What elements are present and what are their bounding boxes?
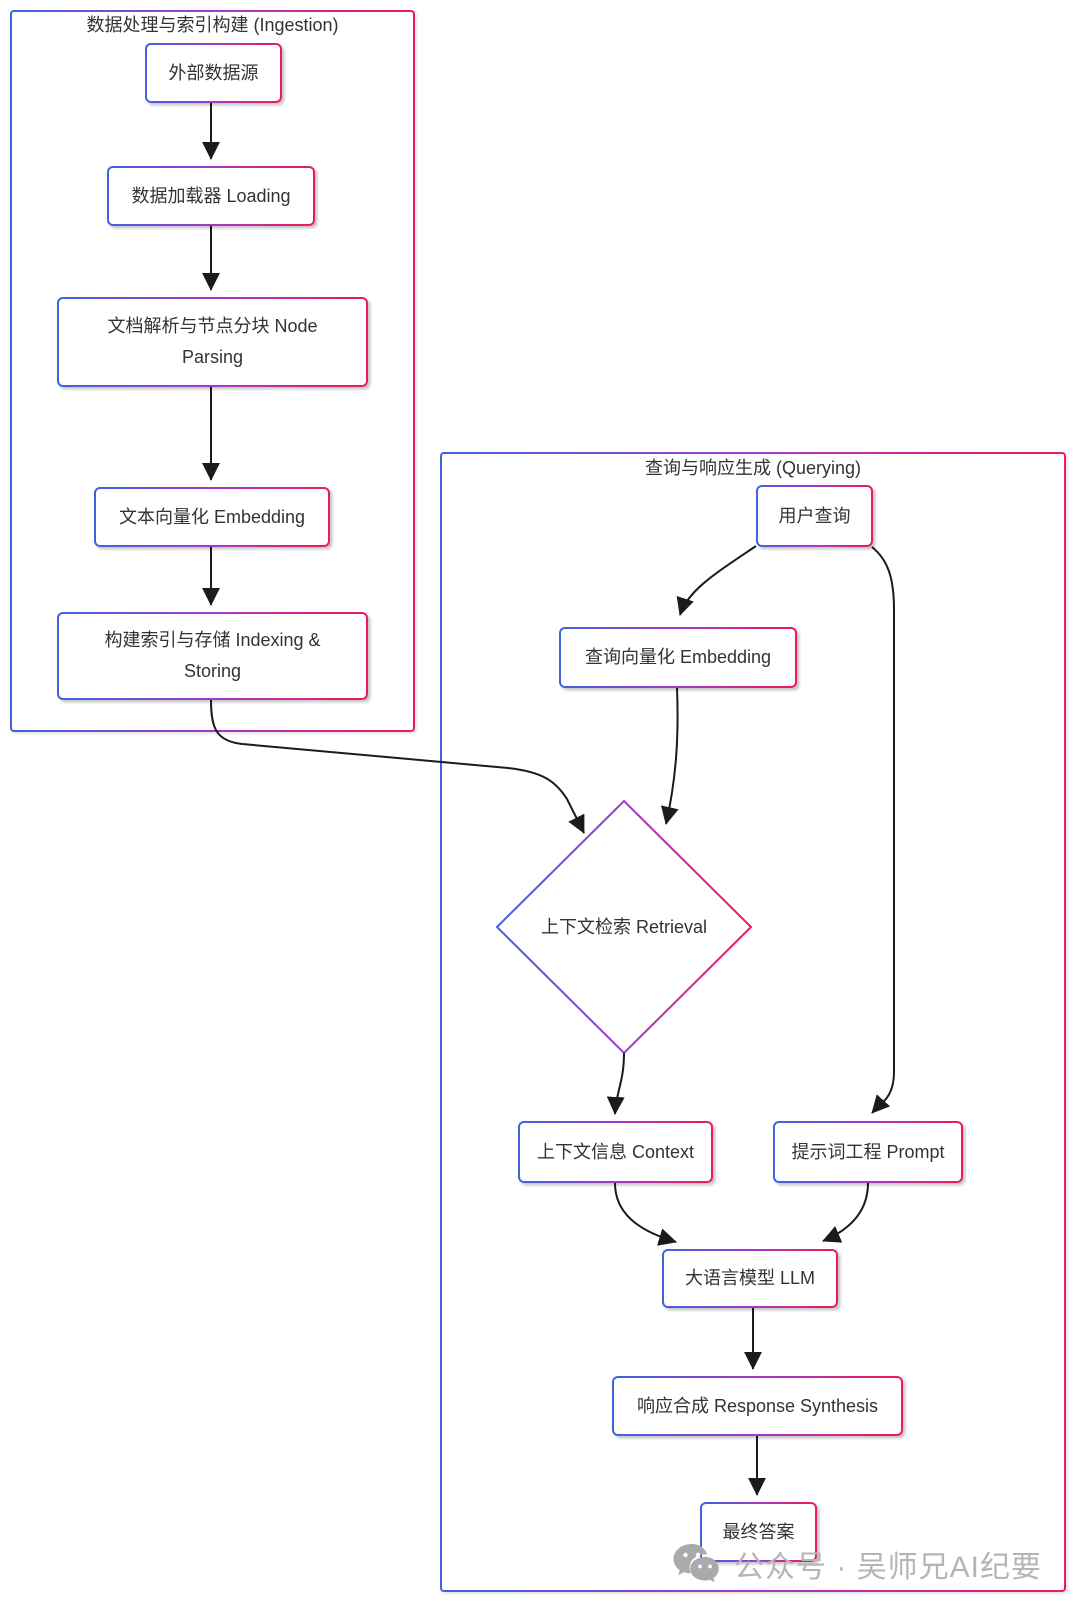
- arrow-context-to-llm: [614, 1182, 677, 1246]
- node-label: 数据加载器 Loading: [131, 185, 291, 206]
- watermark-text: 公众号 · 吴师兄AI纪要: [734, 1551, 1043, 1584]
- node-response-synthesis: 响应合成 Response Synthesis: [612, 1376, 903, 1436]
- node-label: 大语言模型 LLM: [684, 1268, 816, 1288]
- arrow-retrieval-to-context: [606, 1052, 625, 1115]
- querying-title: 查询与响应生成 (Querying): [644, 458, 862, 478]
- node-label: 提示词工程 Prompt: [791, 1141, 945, 1162]
- watermark: 公众号 · 吴师兄AI纪要: [672, 1542, 1042, 1586]
- arrow-indexing-to-retrieval: [210, 699, 585, 834]
- node-label: 上下文信息 Context: [536, 1141, 695, 1162]
- node-label-line1: 文档解析与节点分块 Node: [107, 316, 318, 336]
- node-label: 查询向量化 Embedding: [584, 647, 772, 667]
- node-data-loader: 数据加载器 Loading: [107, 166, 315, 226]
- arrow-prompt-to-llm: [822, 1182, 869, 1243]
- node-label: 响应合成 Response Synthesis: [636, 1395, 879, 1416]
- wechat-icon: [673, 1544, 719, 1583]
- node-label: 文本向量化 Embedding: [118, 506, 306, 527]
- arrow-userquery-to-queryembedding: [676, 545, 757, 616]
- node-label: 用户查询: [778, 505, 851, 526]
- node-indexing-storing: 构建索引与存储 Indexing & Storing: [57, 612, 368, 700]
- node-label: 最终答案: [722, 1521, 795, 1542]
- node-label-line2: Storing: [183, 661, 242, 681]
- node-prompt: 提示词工程 Prompt: [773, 1121, 963, 1183]
- node-label: 外部数据源: [168, 62, 259, 83]
- node-text-embedding: 文本向量化 Embedding: [94, 487, 330, 547]
- retrieval-label: 上下文检索 Retrieval: [540, 917, 708, 937]
- node-query-embedding: 查询向量化 Embedding: [559, 627, 797, 688]
- node-label-line1: 构建索引与存储 Indexing &: [104, 630, 321, 650]
- node-final-answer: 最终答案: [700, 1502, 817, 1562]
- node-label-line2: Parsing: [181, 347, 244, 367]
- ingestion-title: 数据处理与索引构建 (Ingestion): [86, 15, 339, 35]
- arrow-userquery-to-prompt: [871, 546, 895, 1114]
- node-llm: 大语言模型 LLM: [662, 1249, 838, 1308]
- node-external-data-source: 外部数据源: [145, 43, 282, 103]
- node-node-parsing: 文档解析与节点分块 Node Parsing: [57, 297, 368, 387]
- node-user-query: 用户查询: [756, 485, 873, 547]
- arrow-queryembedding-to-retrieval: [661, 687, 679, 825]
- node-context: 上下文信息 Context: [518, 1121, 713, 1183]
